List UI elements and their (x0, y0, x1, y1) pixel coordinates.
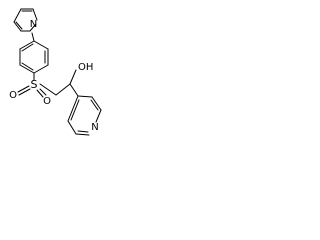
bond-lines (13, 8, 102, 136)
pyrrole-nitrogen-label: N (30, 19, 37, 30)
ch-pyridine-bond (69, 83, 79, 97)
so-double-bond-left (18, 88, 31, 96)
pyridine-double-bond (90, 99, 99, 111)
hydroxyl-label: OH (78, 62, 93, 73)
sulfur-ch2-bond (39, 83, 57, 96)
ch-oh-bond (69, 69, 77, 85)
ch2-ch-bond (55, 83, 71, 96)
pyridine-bond (67, 120, 77, 135)
phenyl-double-bond (21, 43, 34, 52)
pyrrole-bond (13, 8, 22, 23)
pyridine-bond (75, 133, 90, 136)
so-double-bond-right (36, 89, 44, 98)
n-phenyl-bond (31, 32, 35, 42)
pyridine-double-bond (70, 99, 80, 121)
pyridine-bond (77, 95, 93, 98)
pyridine-bond (95, 109, 102, 123)
pyrrole-bond (13, 21, 22, 32)
pyrrole-double-bond (15, 21, 23, 30)
so-double-bond-right (39, 88, 47, 96)
chemical-structure: N S O O OH N (9, 8, 102, 136)
pyrrole-bond (32, 8, 38, 21)
phenyl-bond (19, 64, 35, 74)
structure-canvas: N S O O OH N (0, 0, 117, 150)
pyridine-bond (67, 95, 79, 122)
sulfur-label: S (31, 78, 38, 91)
phenyl-bond (33, 40, 49, 50)
phenyl-bond (33, 64, 49, 74)
so-double-bond-left (17, 85, 30, 93)
pyridine-nitrogen-label: N (91, 122, 98, 133)
pyrrole-bond (29, 23, 37, 32)
pyridine-double-bond (77, 130, 89, 133)
phenyl-bond (19, 40, 35, 50)
pyridine-bond (91, 96, 102, 111)
phenyl-double-bond (21, 62, 34, 71)
sulfonyl-oxygen-right-label: O (43, 96, 51, 107)
sulfonyl-oxygen-left-label: O (9, 90, 17, 101)
